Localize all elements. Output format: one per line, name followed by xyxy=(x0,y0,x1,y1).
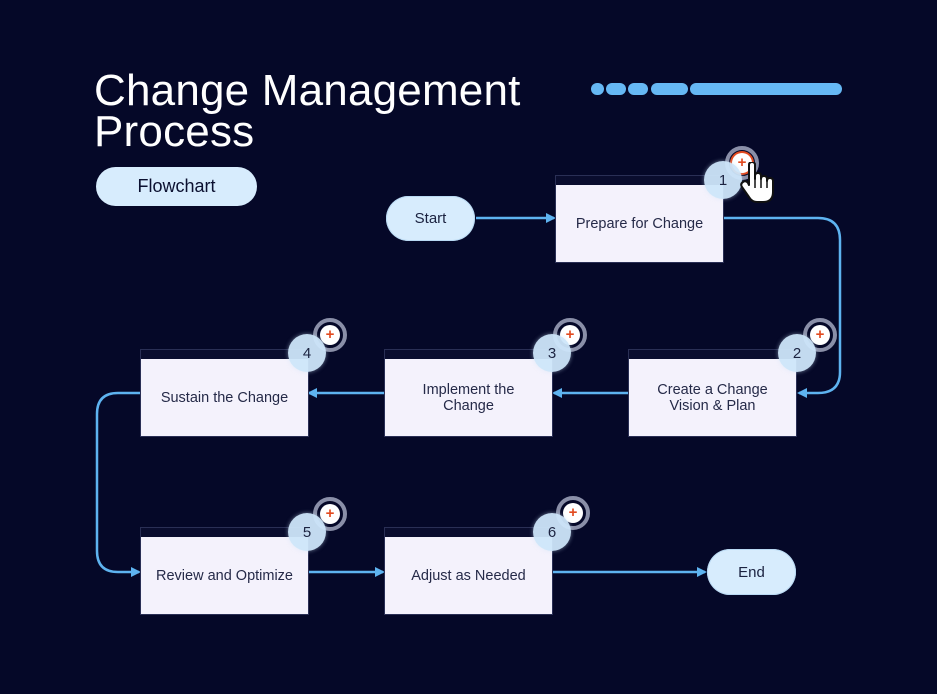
progress-segment-1 xyxy=(591,83,604,95)
hand-pointer-cursor-icon xyxy=(740,162,774,203)
progress-segment-3 xyxy=(628,83,648,95)
page-title: Change Management Process xyxy=(94,66,521,156)
step-number-badge-1: 1 xyxy=(704,161,742,199)
plus-icon: + xyxy=(320,325,340,345)
step-number-badge-4: 4 xyxy=(288,334,326,372)
step-label: Review and Optimize xyxy=(156,567,293,584)
progress-segment-2 xyxy=(606,83,626,95)
step-box-5[interactable]: Review and Optimize xyxy=(140,527,309,615)
plus-icon: + xyxy=(320,504,340,524)
step-label: Sustain the Change xyxy=(160,389,289,406)
end-node[interactable]: End xyxy=(707,549,796,595)
step-number-badge-2: 2 xyxy=(778,334,816,372)
step-box-4[interactable]: Sustain the Change xyxy=(140,349,309,437)
step-box-6[interactable]: Adjust as Needed xyxy=(384,527,553,615)
plus-icon: + xyxy=(563,503,583,523)
step-label: Create a Change Vision & Plan xyxy=(657,381,768,414)
step-box-1[interactable]: Prepare for Change xyxy=(555,175,724,263)
step-number-badge-6: 6 xyxy=(533,513,571,551)
step-box-3[interactable]: Implement the Change xyxy=(384,349,553,437)
connector-step-1-to-step-2 xyxy=(724,216,842,398)
flowchart-tag: Flowchart xyxy=(96,167,257,206)
step-label: Implement the Change xyxy=(422,381,515,414)
progress-segment-4 xyxy=(651,83,688,95)
title-line-1: Change Management xyxy=(94,66,521,115)
step-label: Adjust as Needed xyxy=(411,567,526,584)
plus-icon: + xyxy=(810,325,830,345)
step-number-badge-3: 3 xyxy=(533,334,571,372)
start-node[interactable]: Start xyxy=(386,196,475,241)
step-label: Prepare for Change xyxy=(575,215,704,232)
progress-segment-5 xyxy=(690,83,842,95)
step-number-badge-5: 5 xyxy=(288,513,326,551)
connector-step-4-to-step-5 xyxy=(95,391,141,577)
title-line-2: Process xyxy=(94,107,255,156)
step-box-2[interactable]: Create a Change Vision & Plan xyxy=(628,349,797,437)
